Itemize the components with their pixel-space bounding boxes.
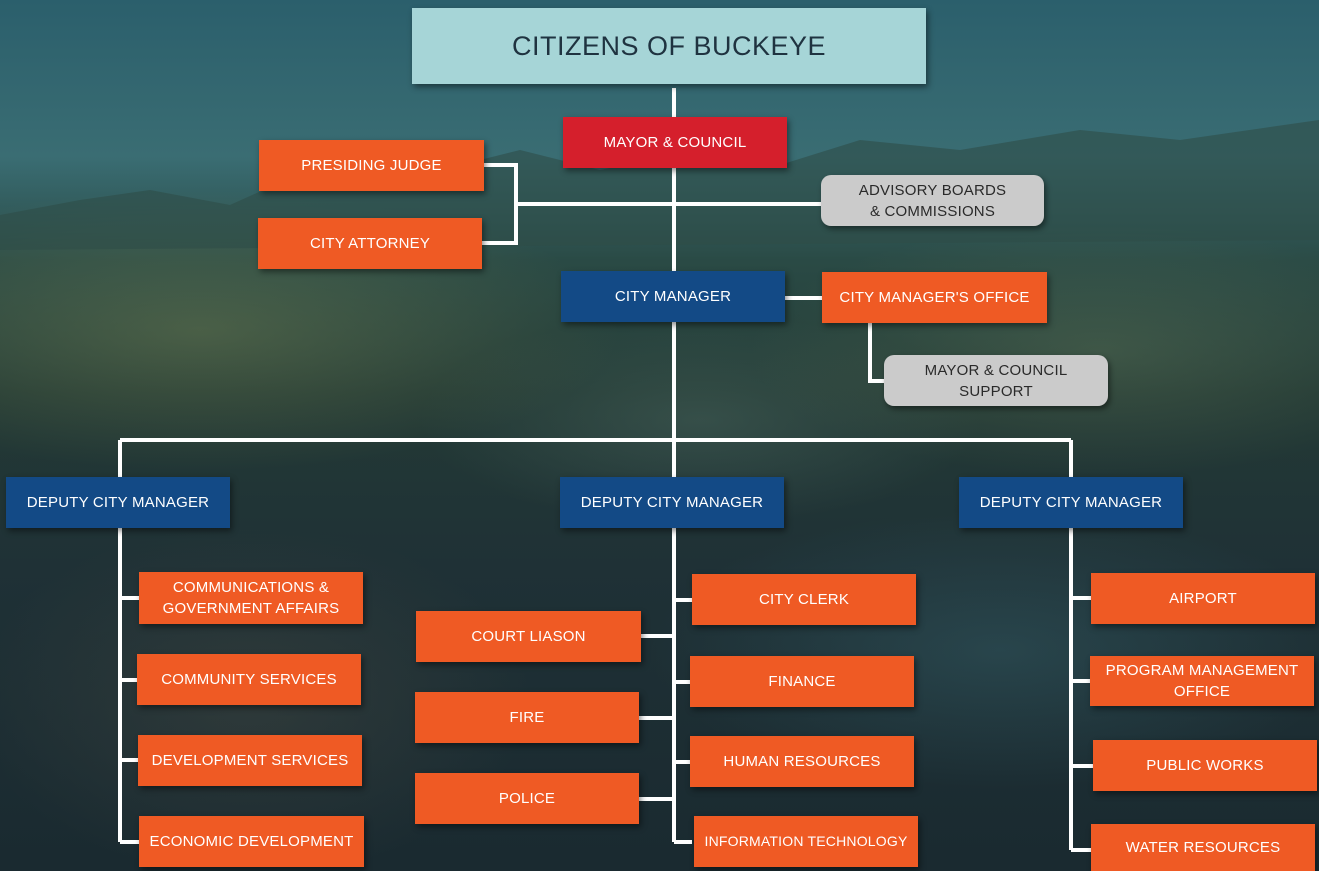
mayor-council-support-box: MAYOR & COUNCIL SUPPORT	[884, 355, 1108, 406]
dept-economic-development: ECONOMIC DEVELOPMENT	[139, 816, 364, 867]
support-link-line	[868, 322, 884, 383]
dept-information-technology: INFORMATION TECHNOLOGY	[694, 816, 918, 867]
city-attorney-box: CITY ATTORNEY	[258, 218, 482, 269]
dept-community-services: COMMUNITY SERVICES	[137, 654, 361, 705]
deputy-city-manager-center: DEPUTY CITY MANAGER	[560, 477, 784, 528]
dept-airport: AIRPORT	[1091, 573, 1315, 624]
dept-city-clerk: CITY CLERK	[692, 574, 916, 625]
city-manager-box: CITY MANAGER	[561, 271, 785, 322]
mayor-council-box: MAYOR & COUNCIL	[563, 117, 787, 168]
dept-water-resources: WATER RESOURCES	[1091, 824, 1315, 871]
advisory-boards-box: ADVISORY BOARDS & COMMISSIONS	[821, 175, 1044, 226]
dept-public-works: PUBLIC WORKS	[1093, 740, 1317, 791]
city-managers-office-box: CITY MANAGER'S OFFICE	[822, 272, 1047, 323]
presiding-judge-box: PRESIDING JUDGE	[259, 140, 484, 191]
dept-program-management: PROGRAM MANAGEMENT OFFICE	[1090, 656, 1314, 706]
dept-police: POLICE	[415, 773, 639, 824]
dept-development-services: DEVELOPMENT SERVICES	[138, 735, 362, 786]
deputy-city-manager-left: DEPUTY CITY MANAGER	[6, 477, 230, 528]
deputy-city-manager-right: DEPUTY CITY MANAGER	[959, 477, 1183, 528]
dept-communications: COMMUNICATIONS & GOVERNMENT AFFAIRS	[139, 572, 363, 624]
dept-court-liason: COURT LIASON	[416, 611, 641, 662]
citizens-box: CITIZENS OF BUCKEYE	[412, 8, 926, 84]
dept-finance: FINANCE	[690, 656, 914, 707]
dept-fire: FIRE	[415, 692, 639, 743]
dept-human-resources: HUMAN RESOURCES	[690, 736, 914, 787]
legal-bracket-line	[482, 163, 518, 245]
